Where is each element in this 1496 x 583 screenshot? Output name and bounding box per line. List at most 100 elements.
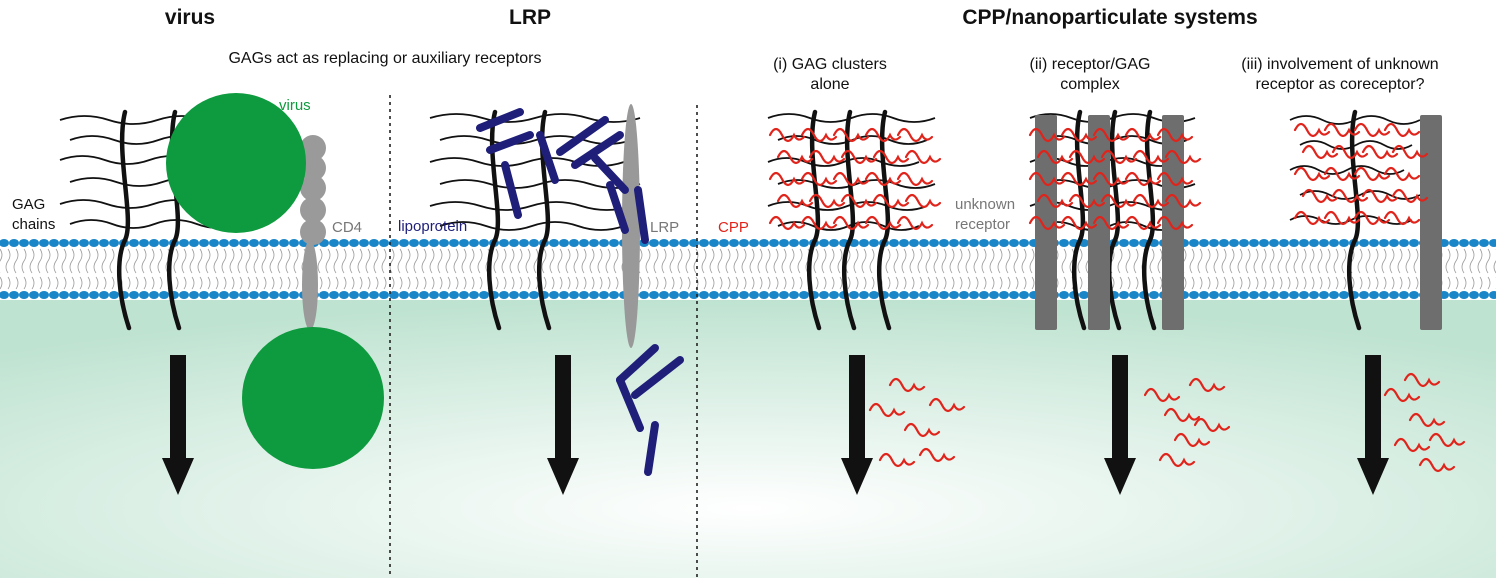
cpp-peptide bbox=[1173, 432, 1211, 448]
cpp-peptide bbox=[1068, 149, 1106, 165]
lipid-head-inner bbox=[399, 291, 409, 299]
lipid-head-inner bbox=[1329, 291, 1339, 299]
lipoprotein-7 bbox=[591, 154, 629, 194]
gag-stem bbox=[806, 109, 822, 331]
cpp-peptide bbox=[878, 452, 916, 468]
lipid-head-inner bbox=[819, 291, 829, 299]
lipoprotein-12 bbox=[616, 376, 644, 432]
cpp-peptide bbox=[1092, 127, 1130, 143]
cpp-peptide bbox=[904, 149, 942, 165]
lipid-head-inner bbox=[529, 291, 539, 299]
cpp-peptide bbox=[1068, 193, 1106, 209]
caption-cpp-i-line1: (i) GAG clusters bbox=[773, 56, 887, 73]
lipid-head-outer bbox=[649, 239, 659, 247]
caption-cpp-ii-line2: complex bbox=[1060, 76, 1120, 93]
lipid-head-outer bbox=[829, 239, 839, 247]
lipid-head-inner bbox=[599, 291, 609, 299]
lipid-head-inner bbox=[729, 291, 739, 299]
lipid-head-outer bbox=[929, 239, 939, 247]
gag-branch bbox=[1289, 165, 1405, 175]
lipid-head-outer bbox=[529, 239, 539, 247]
cpp-peptide bbox=[776, 149, 814, 165]
lipid-head-outer bbox=[0, 239, 9, 247]
gag-branch bbox=[767, 201, 928, 211]
lipid-head-inner bbox=[1409, 291, 1419, 299]
lipid-head-outer bbox=[1369, 239, 1379, 247]
lipid-head-inner bbox=[859, 291, 869, 299]
cpp-peptide bbox=[1391, 144, 1429, 160]
gag-branch bbox=[429, 157, 625, 167]
lipid-head-inner bbox=[789, 291, 799, 299]
caption-cpp-ii-line1: (ii) receptor/GAG bbox=[1029, 56, 1151, 73]
lipid-head-outer bbox=[219, 239, 229, 247]
panel-dividers bbox=[389, 95, 698, 578]
cpp-peptide bbox=[1124, 215, 1162, 231]
gag-stem bbox=[1106, 109, 1122, 331]
cpp-peptide bbox=[1132, 193, 1170, 209]
cpp-peptide bbox=[1028, 215, 1066, 231]
cpp-peptide bbox=[1428, 432, 1466, 448]
cpp-peptide bbox=[1124, 171, 1162, 187]
cpp-peptide bbox=[864, 171, 902, 187]
uptake-arrow-3 bbox=[841, 355, 873, 495]
cytoplasm-background bbox=[0, 300, 1496, 578]
gag-chains bbox=[59, 109, 1421, 331]
lipid-head-outer bbox=[209, 239, 219, 247]
lipid-head-inner bbox=[99, 291, 109, 299]
lipid-head-inner bbox=[869, 291, 879, 299]
lipid-head-outer bbox=[269, 239, 279, 247]
lipid-head-outer bbox=[1339, 239, 1349, 247]
gag-branch bbox=[1299, 190, 1421, 200]
cpp-peptide bbox=[1323, 122, 1361, 138]
lipid-head-inner bbox=[349, 291, 359, 299]
lipid-head-outer bbox=[949, 239, 959, 247]
lipid-head-outer bbox=[199, 239, 209, 247]
lipid-head-inner bbox=[1339, 291, 1349, 299]
label-gag-line1: GAG bbox=[12, 196, 46, 213]
cpp-peptide bbox=[768, 215, 806, 231]
label-unknown-line2: receptor bbox=[955, 216, 1011, 233]
lipid-head-inner bbox=[1359, 291, 1369, 299]
lipid-head-outer bbox=[499, 239, 509, 247]
label-lipoprotein: lipoprotein bbox=[398, 218, 468, 235]
cpp-peptide bbox=[1036, 193, 1074, 209]
lipid-head-inner bbox=[979, 291, 989, 299]
cpp-peptide bbox=[1293, 166, 1331, 182]
lipid-head-outer bbox=[709, 239, 719, 247]
lipid-head-outer bbox=[869, 239, 879, 247]
header-virus: virus bbox=[164, 6, 216, 29]
lipid-head-inner bbox=[1309, 291, 1319, 299]
cpp-peptide bbox=[896, 215, 934, 231]
cpp-peptide bbox=[840, 149, 878, 165]
lipid-head-inner bbox=[679, 291, 689, 299]
lipid-head-outer bbox=[89, 239, 99, 247]
lipid-head-inner bbox=[519, 291, 529, 299]
lipid-head-outer bbox=[959, 239, 969, 247]
lipid-head-outer bbox=[1409, 239, 1419, 247]
cpp-peptide bbox=[904, 193, 942, 209]
cpp-peptide bbox=[1156, 171, 1194, 187]
cpp-peptide bbox=[1331, 188, 1369, 204]
cell-membrane bbox=[0, 239, 1496, 299]
cpp-peptide bbox=[1331, 144, 1369, 160]
cpp-peptide bbox=[1028, 127, 1066, 143]
receptor-bar-4 bbox=[1420, 115, 1442, 330]
lipid-head-outer bbox=[1059, 239, 1069, 247]
cpp-peptide bbox=[1158, 452, 1196, 468]
lipid-head-inner bbox=[989, 291, 999, 299]
lipid-head-outer bbox=[249, 239, 259, 247]
lipid-head-inner bbox=[139, 291, 149, 299]
lipid-head-outer bbox=[969, 239, 979, 247]
lipid-head-inner bbox=[899, 291, 909, 299]
lipid-head-outer bbox=[479, 239, 489, 247]
cpp-peptide bbox=[768, 127, 806, 143]
lipid-head-outer bbox=[1259, 239, 1269, 247]
lipid-head-outer bbox=[79, 239, 89, 247]
lipid-head-inner bbox=[1249, 291, 1259, 299]
lipid-head-outer bbox=[279, 239, 289, 247]
lipid-head-outer bbox=[379, 239, 389, 247]
lipoprotein-10 bbox=[616, 344, 659, 384]
cpp-peptide bbox=[1391, 188, 1429, 204]
cpp-peptide bbox=[1156, 127, 1194, 143]
lipid-head-inner bbox=[1299, 291, 1309, 299]
